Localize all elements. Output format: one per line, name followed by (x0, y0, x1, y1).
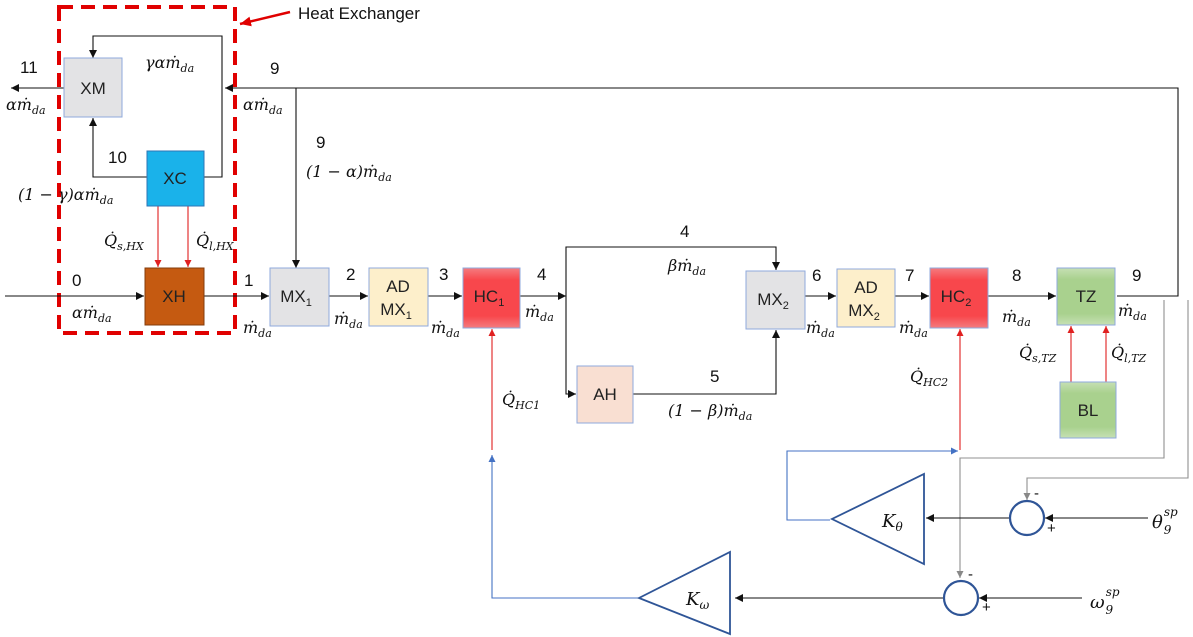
svg-text:Kθ: Kθ (881, 511, 903, 534)
svg-text:TZ: TZ (1076, 287, 1097, 306)
heat-label-ql-hx: Q̇l,HX (196, 231, 235, 253)
state-1: 1 (244, 271, 253, 290)
flow-label-alpha-top: αṁda (243, 95, 283, 117)
block-bl: BL (1059, 381, 1117, 439)
sum-junction-theta (1008, 499, 1046, 537)
block-tz: TZ (1056, 267, 1116, 326)
block-hc1: HC1 (462, 267, 521, 329)
flow-label-beta: βṁda (667, 256, 706, 278)
block-hc2: HC2 (929, 267, 989, 329)
heat-label-hc2: Q̇HC2 (910, 367, 948, 389)
heat-label-hc1: Q̇HC1 (502, 390, 540, 412)
flow-label-alpha-out: αṁda (6, 95, 46, 117)
control-omega-out (488, 455, 638, 599)
svg-text:AH: AH (593, 385, 617, 404)
flow-label-4: ṁda (525, 302, 554, 324)
heat-label-ql-tz: Q̇l,TZ (1111, 343, 1146, 365)
heat-exchanger-label: Heat Exchanger (298, 4, 420, 23)
flow-label-one-minus-gamma: (1 − γ)αṁda (18, 185, 113, 207)
state-9-mid: 9 (316, 133, 325, 152)
state-6: 6 (812, 266, 821, 285)
gain-k-omega: Kω (636, 550, 731, 636)
flow-label-1: ṁda (243, 318, 272, 340)
svg-text:BL: BL (1078, 401, 1099, 420)
block-ad-mx2: AD MX2 (836, 268, 896, 328)
state-9-top: 9 (270, 59, 279, 78)
svg-text:MX2: MX2 (757, 290, 789, 312)
control-theta-out (786, 447, 958, 521)
svg-text:XC: XC (163, 169, 187, 188)
block-ah: AH (576, 365, 634, 424)
flow-label-8: ṁda (1002, 307, 1031, 329)
heat-label-qs-hx: Q̇s,HX (104, 231, 145, 253)
svg-text:HC1: HC1 (474, 287, 505, 309)
svg-text:AD: AD (854, 278, 878, 297)
state-9-right: 9 (1132, 266, 1141, 285)
block-mx2: MX2 (745, 270, 806, 330)
state-10: 10 (108, 148, 127, 167)
block-ad-mx1: AD MX1 (368, 267, 429, 327)
flow-4-upper (565, 246, 780, 296)
measure-theta (1023, 300, 1189, 500)
flow-return-9 (225, 84, 1179, 297)
svg-text:MX1: MX1 (380, 300, 412, 322)
sign-plus-omega: + (982, 599, 991, 616)
flow-xc-to-xm (89, 118, 148, 178)
sign-minus-omega: - (968, 566, 973, 583)
svg-text:HC2: HC2 (941, 287, 972, 309)
block-xm: XM (63, 57, 123, 118)
block-xc: XC (146, 150, 205, 207)
gain-k-theta: Kθ (829, 472, 925, 566)
block-xh: XH (144, 267, 205, 326)
state-3: 3 (439, 265, 448, 284)
flow-xc-recycle (89, 35, 223, 178)
measure-omega (956, 300, 1165, 578)
svg-text:AD: AD (386, 277, 410, 296)
sign-minus-theta: - (1034, 485, 1039, 502)
flow-label-6: ṁda (806, 318, 835, 340)
flow-label-alpha-in: αṁda (72, 303, 112, 325)
block-mx1: MX1 (269, 267, 330, 327)
annotation-arrow (239, 10, 291, 27)
flow-label-one-minus-beta: (1 − β)ṁda (668, 401, 752, 423)
svg-text:XM: XM (80, 79, 106, 98)
flow-label-2: ṁda (334, 309, 363, 331)
flow-label-one-minus-alpha: (1 − α)ṁda (306, 162, 392, 184)
flow-5 (633, 330, 780, 395)
svg-text:MX2: MX2 (848, 301, 880, 323)
state-4-a: 4 (537, 265, 546, 284)
sum-junction-omega (942, 579, 980, 617)
state-8: 8 (1012, 266, 1021, 285)
flow-label-9: ṁda (1118, 301, 1147, 323)
state-4-b: 4 (680, 222, 689, 241)
flow-label-gamma-alpha: γαṁda (145, 53, 194, 75)
state-2: 2 (346, 265, 355, 284)
flow-label-3: ṁda (431, 318, 460, 340)
sign-plus-theta: + (1047, 520, 1056, 537)
flow-4-lower (565, 296, 576, 398)
svg-text:MX1: MX1 (280, 287, 312, 309)
svg-text:Kω: Kω (685, 589, 709, 612)
state-5: 5 (710, 367, 719, 386)
state-0: 0 (72, 271, 81, 290)
heat-exchanger-boundary (57, 5, 237, 335)
svg-text:XH: XH (162, 287, 186, 306)
state-7: 7 (905, 266, 914, 285)
state-11: 11 (20, 58, 38, 77)
flow-label-7: ṁda (899, 318, 928, 340)
heat-label-qs-tz: Q̇s,TZ (1019, 343, 1057, 365)
